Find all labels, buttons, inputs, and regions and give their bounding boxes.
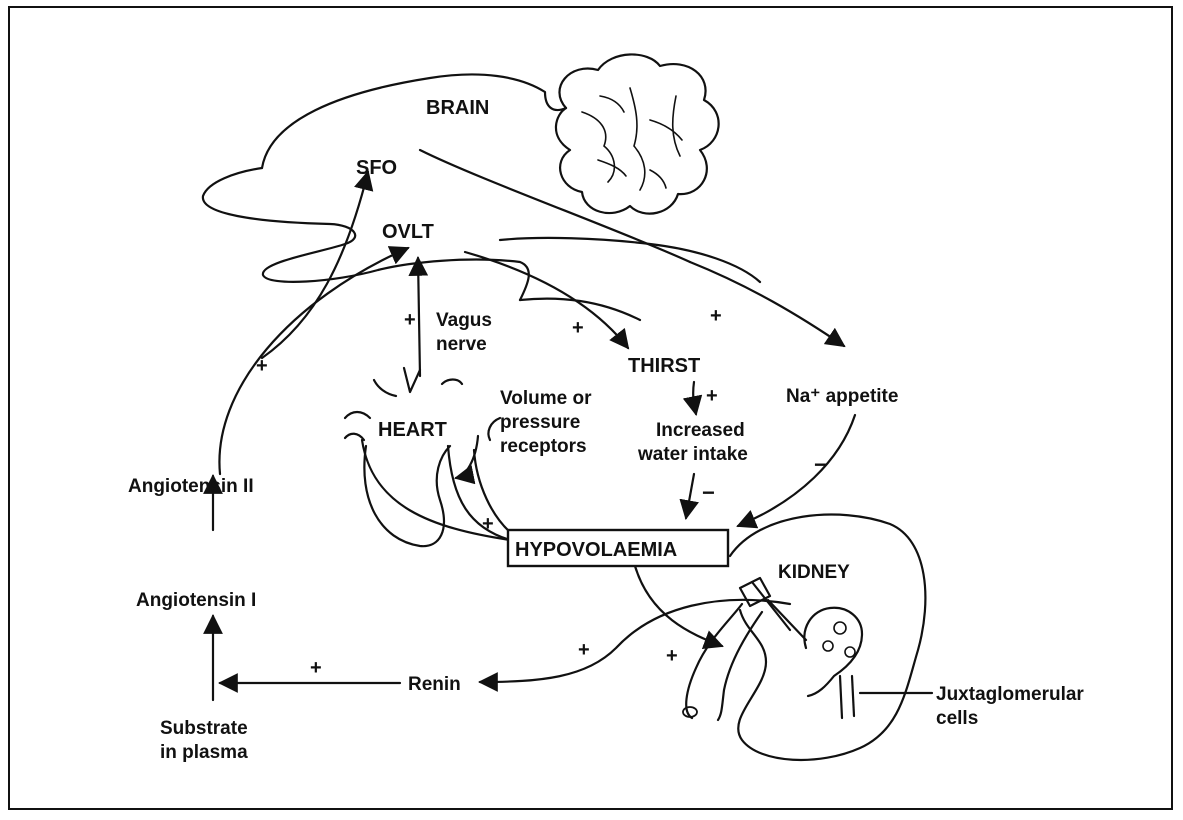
sign-hypovolaemia-to-kidney: + xyxy=(666,645,678,667)
na-appetite-label: Na⁺ appetite xyxy=(786,386,898,407)
juxta-label-line2: cells xyxy=(936,708,978,729)
sfo-label: SFO xyxy=(356,157,397,179)
ovlt-label: OVLT xyxy=(382,221,434,243)
sign-to-na-appetite: + xyxy=(710,305,722,327)
volume-label-line2: pressure xyxy=(500,412,580,433)
angiotensin-ii-label: Angiotensin II xyxy=(128,476,254,497)
cerebellum xyxy=(556,54,719,213)
water-label-line1: Increased xyxy=(656,420,745,441)
heart-drawing xyxy=(345,368,520,546)
sign-kidney-to-renin: + xyxy=(578,639,590,661)
renin-label: Renin xyxy=(408,674,461,695)
hypovolaemia-label: HYPOVOLAEMIA xyxy=(515,539,677,561)
sign-vagus: + xyxy=(404,309,416,331)
vagus-label-line1: Vagus xyxy=(436,310,492,331)
water-label-line2: water intake xyxy=(637,444,748,465)
juxta-label-line1: Juxtaglomerular xyxy=(936,684,1084,705)
substrate-label-line1: Substrate xyxy=(160,718,248,739)
volume-label-line1: Volume or xyxy=(500,388,592,409)
sign-na-to-hypovolaemia: − xyxy=(814,452,827,477)
sign-heart-receptors: + xyxy=(482,513,494,535)
vagus-label-line2: nerve xyxy=(436,334,487,355)
sign-water-to-hypovolaemia: − xyxy=(702,480,715,505)
volume-label-line3: receptors xyxy=(500,436,587,457)
heart-label: HEART xyxy=(378,419,447,441)
sign-to-thirst: + xyxy=(572,317,584,339)
angiotensin-i-label: Angiotensin I xyxy=(136,590,256,611)
sign-angiotensin-to-brain: + xyxy=(256,355,268,377)
sign-thirst-to-water: + xyxy=(706,385,718,407)
sign-renin-to-angiotensin: + xyxy=(310,657,322,679)
substrate-label-line2: in plasma xyxy=(160,742,248,763)
brain-label: BRAIN xyxy=(426,97,489,119)
kidney-label: KIDNEY xyxy=(778,562,850,583)
thirst-label: THIRST xyxy=(628,355,700,377)
